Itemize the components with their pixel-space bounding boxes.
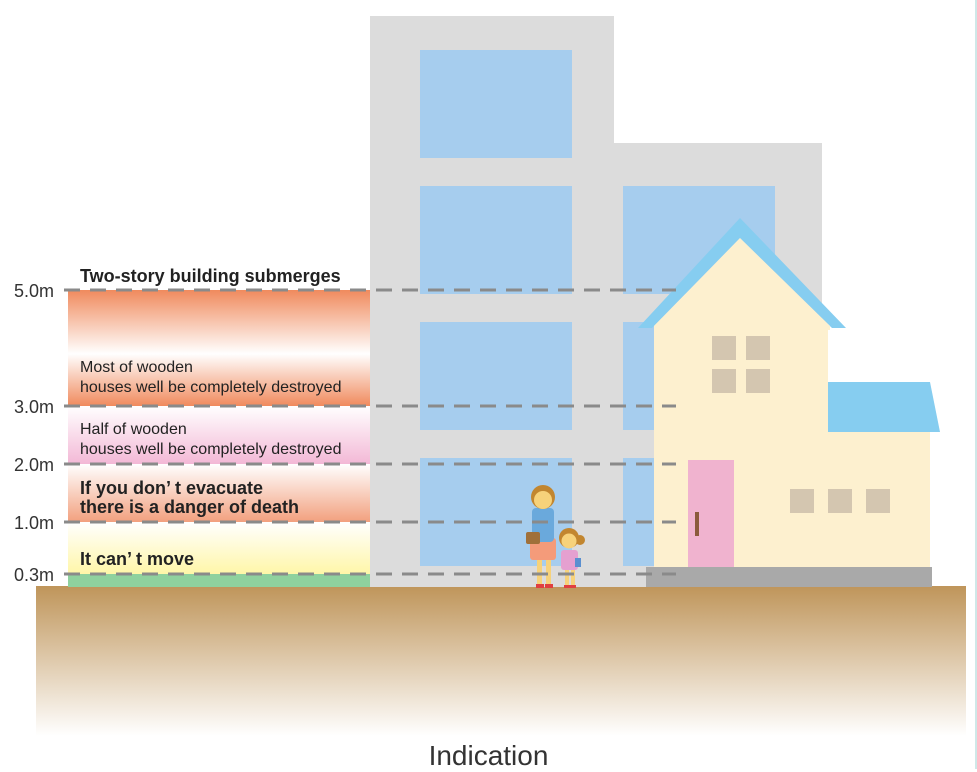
window [420,50,572,158]
house-roof-outer [638,218,846,328]
band-3m-2m [68,406,370,464]
right-edge-border [975,0,977,769]
adult-figure [526,485,556,588]
tick-label-1m: 1.0m [14,513,55,533]
level-desc-5m: Two-story building submerges [80,266,341,286]
level-desc-1m-line2: there is a danger of death [80,497,300,517]
window [420,322,572,430]
level-desc-2m-line2: houses well be completely destroyed [80,441,342,458]
tick-label-5m: 5.0m [14,281,55,301]
window [790,489,814,513]
door-handle [695,512,699,536]
band-5m-3m [68,290,370,406]
window [712,336,736,360]
window [866,489,890,513]
level-desc-3m-line1: Most of wooden [80,359,193,376]
band-03m-ground [68,574,370,587]
window [746,369,770,393]
tick-label-2m: 2.0m [14,455,55,475]
window [712,369,736,393]
house-wall [654,318,828,567]
house-gable [654,238,830,330]
level-desc-3m-line2: houses well be completely destroyed [80,379,342,396]
level-desc-03m: It can’ t move [80,549,195,569]
diagram-caption: Indication [428,740,549,771]
level-lines [64,288,676,576]
wooden-house [638,218,940,587]
door [688,460,734,567]
band-1m-03m [68,522,370,574]
window [828,489,852,513]
ground [36,586,966,736]
window [420,186,572,294]
level-desc-1m-line1: If you don’ t evacuate [80,478,264,498]
tick-label-3m: 3.0m [14,397,55,417]
window [746,336,770,360]
band-2m-1m [68,464,370,522]
level-desc-2m-line1: Half of wooden [80,421,187,438]
tick-label-03m: 0.3m [14,565,55,585]
child-figure [559,528,585,588]
house-foundation [646,567,932,587]
annex-roof [828,382,940,432]
